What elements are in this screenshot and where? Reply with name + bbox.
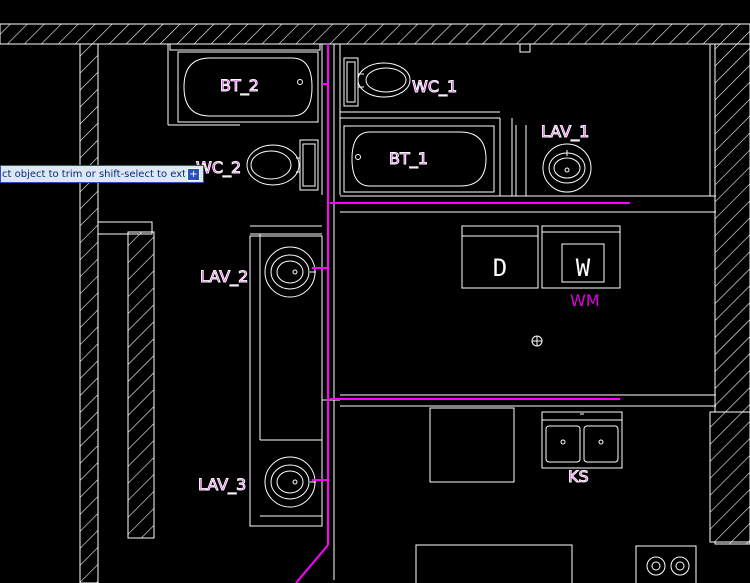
lavatory-lav3: LAV_3 — [198, 456, 316, 508]
command-prompt-tooltip: ct object to trim or shift-select to ext… — [0, 165, 204, 183]
washing-machine: W — [541, 225, 621, 289]
interior-walls — [0, 23, 750, 583]
lav3-label: LAV_3 — [198, 475, 246, 495]
toilet-wc2: WC_2 — [196, 139, 319, 191]
wc2-label: WC_2 — [196, 158, 241, 178]
dryer: D — [461, 225, 539, 289]
prompt-text: ct object to trim or shift-select to ext… — [2, 168, 185, 180]
lav2-label: LAV_2 — [200, 267, 248, 287]
bathtub-bt2: BT_2 — [177, 51, 319, 123]
wc1-label: WC_1 — [412, 77, 457, 97]
washer-letter: W — [576, 254, 591, 282]
toilet-wc1: WC_1 — [343, 57, 458, 107]
right-lower-wall — [709, 411, 750, 543]
bt1-label: BT_1 — [389, 149, 428, 169]
ks-label: KS — [568, 467, 589, 486]
pillar — [127, 231, 155, 539]
top-wall — [0, 23, 750, 45]
wall-hatching — [0, 23, 750, 583]
bt2-label: BT_2 — [220, 76, 259, 96]
lav1-label: LAV_1 — [541, 122, 589, 142]
kitchen-sink-ks: KS — [541, 411, 623, 487]
range-cooktop — [635, 545, 697, 583]
floor-drain-icon — [531, 335, 543, 347]
wm-label: WM — [570, 291, 600, 310]
prompt-options-button[interactable]: + — [187, 167, 200, 181]
dryer-letter: D — [493, 254, 507, 282]
lavatory-lav1: LAV_1 — [541, 122, 592, 193]
left-wall — [79, 43, 99, 583]
plumbing-lines — [295, 44, 630, 583]
bathtub-bt1: BT_1 — [343, 125, 495, 193]
lavatory-lav2: LAV_2 — [200, 246, 316, 298]
